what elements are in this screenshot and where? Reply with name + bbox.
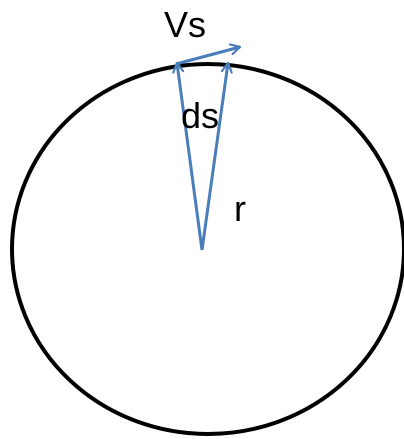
velocity-label: Vs — [164, 4, 206, 45]
velocity-vector — [175, 47, 240, 66]
arc-length-label: ds — [181, 95, 219, 136]
circle-path — [10, 62, 404, 436]
radius-vector-1 — [177, 63, 204, 251]
radius-vector-2 — [200, 63, 228, 251]
radius-label: r — [234, 188, 246, 229]
